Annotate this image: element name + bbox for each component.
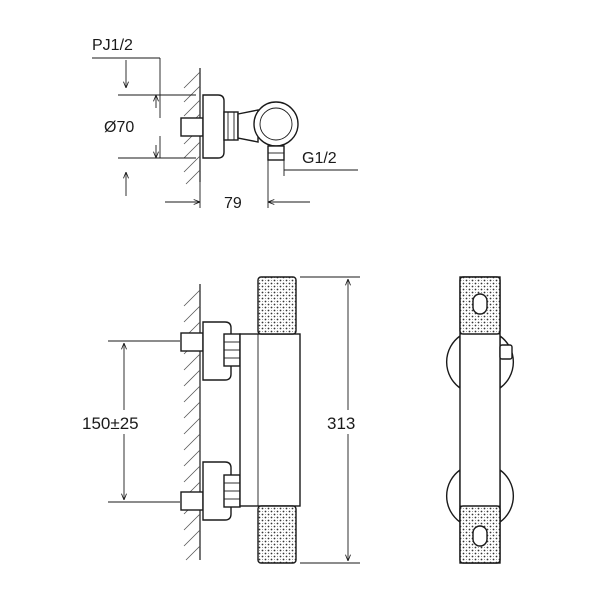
inlet-pipe-lower <box>180 491 204 511</box>
top-view: PJ1/2 Ø70 G1/2 79 <box>92 37 358 212</box>
temperature-handle-knurl <box>257 276 297 335</box>
dim-diameter-label: Ø70 <box>104 119 134 136</box>
dim-g12-label: G1/2 <box>302 150 337 167</box>
flow-handle-knurl <box>257 505 297 564</box>
union-nut-top <box>223 111 239 141</box>
body-connector-top <box>237 109 259 143</box>
safety-button <box>499 344 513 360</box>
front-view <box>446 276 514 564</box>
inlet-pipe-upper <box>180 332 204 352</box>
rosette-top <box>202 94 225 159</box>
rosette-front-lower <box>446 468 461 524</box>
dim-79-label: 79 <box>224 195 242 212</box>
temperature-indicator-slot <box>472 293 488 315</box>
thermostat-body-side <box>239 333 301 507</box>
dim-313-label: 313 <box>327 414 355 433</box>
body-section-top <box>253 101 299 147</box>
dim-150-label: 150±25 <box>82 414 139 433</box>
dim-pj12-label: PJ1/2 <box>92 37 133 54</box>
flow-indicator-slot <box>472 525 488 547</box>
inlet-pipe-top <box>180 117 204 137</box>
wall-hatch-side <box>183 284 201 561</box>
side-view: 150±25 313 <box>80 276 372 564</box>
rosette-front-upper <box>446 334 461 390</box>
